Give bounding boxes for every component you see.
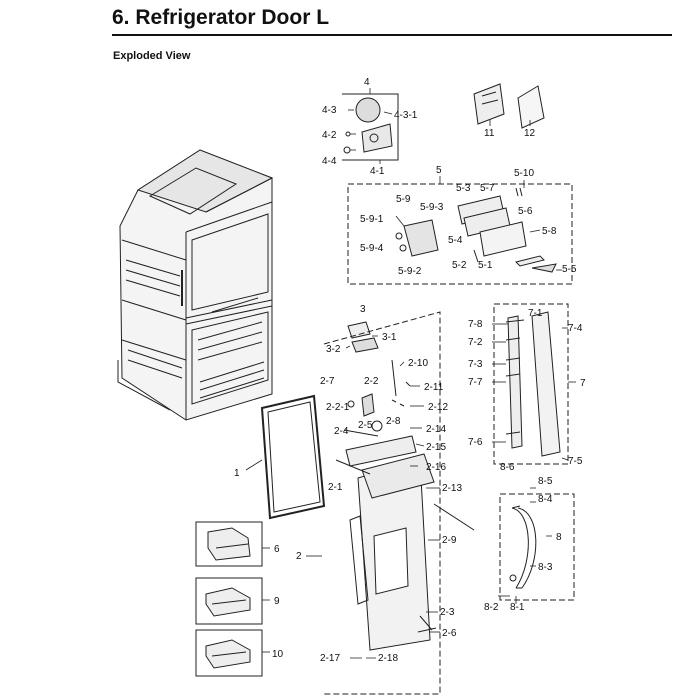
callout-2-2-1: 2-2-1: [326, 402, 350, 413]
callout-5-2: 5-2: [452, 260, 467, 271]
callout-2-14: 2-14: [426, 424, 446, 435]
callout-7-8: 7-8: [468, 319, 483, 330]
callout-5-1: 5-1: [478, 260, 493, 271]
callout-7-4: 7-4: [568, 323, 583, 334]
callout-2-2: 2-2: [364, 376, 379, 387]
callout-2-7: 2-7: [320, 376, 335, 387]
part-9-bin: [195, 577, 263, 625]
callout-2-3: 2-3: [440, 607, 455, 618]
leader-lines: [245, 88, 576, 659]
callout-4-1: 4-1: [370, 166, 385, 177]
part-5-assembly: [347, 183, 573, 285]
callout-2-16: 2-16: [426, 462, 446, 473]
callout-5-7: 5-7: [480, 183, 495, 194]
callout-7-2: 7-2: [468, 337, 483, 348]
callout-8-6: 8-6: [500, 462, 515, 473]
callout-8: 8: [556, 532, 562, 543]
callout-2-1: 2-1: [328, 482, 343, 493]
callout-2-9: 2-9: [442, 535, 457, 546]
part-10-bin: [195, 629, 263, 677]
callout-2-12: 2-12: [428, 402, 448, 413]
callout-7-7: 7-7: [468, 377, 483, 388]
callout-7-5: 7-5: [568, 456, 583, 467]
callout-1: 1: [234, 468, 240, 479]
part-7-bracket: [493, 303, 569, 465]
callout-4: 4: [364, 77, 370, 88]
callout-5-9-2: 5-9-2: [398, 266, 422, 277]
callout-2-6: 2-6: [442, 628, 457, 639]
callout-9: 9: [274, 596, 280, 607]
callout-11: 11: [484, 128, 495, 139]
part-12-cover: [517, 85, 545, 129]
callout-8-5: 8-5: [538, 476, 553, 487]
callout-5-6: 5-6: [518, 206, 533, 217]
refrigerator-cabinet: [117, 149, 274, 421]
callout-4-4: 4-4: [322, 156, 337, 167]
callout-4-3-1: 4-3-1: [394, 110, 418, 121]
callout-6: 6: [274, 544, 280, 555]
part-11-cover: [473, 83, 505, 125]
callout-7-1: 7-1: [528, 308, 543, 319]
callout-5-4: 5-4: [448, 235, 463, 246]
callout-5-9-3: 5-9-3: [420, 202, 444, 213]
callout-3-2: 3-2: [326, 344, 341, 355]
callout-2-8: 2-8: [386, 416, 401, 427]
door-assembly: [323, 311, 475, 695]
section-subtitle: Exploded View: [113, 50, 191, 62]
callout-4-3: 4-3: [322, 105, 337, 116]
callout-8-1: 8-1: [510, 602, 525, 613]
callout-2-11: 2-11: [424, 382, 444, 393]
callout-10: 10: [272, 649, 284, 660]
callout-5-8: 5-8: [542, 226, 557, 237]
callout-8-4: 8-4: [538, 494, 553, 505]
callout-4-2: 4-2: [322, 130, 337, 141]
callout-12: 12: [524, 128, 536, 139]
callout-5-9: 5-9: [396, 194, 411, 205]
callout-7: 7: [580, 378, 586, 389]
part-3-assembly: [347, 321, 379, 353]
callout-labels: 4 4-3 4-3-1 4-2 4-4 4-1 11 12 5 5-10 5-3…: [234, 77, 586, 664]
callout-2-5: 2-5: [358, 420, 373, 431]
callout-2: 2: [296, 551, 302, 562]
callout-3-1: 3-1: [382, 332, 397, 343]
callout-2-15: 2-15: [426, 442, 446, 453]
callout-2-10: 2-10: [408, 358, 428, 369]
callout-8-3: 8-3: [538, 562, 553, 573]
callout-5-10: 5-10: [514, 168, 534, 179]
callout-7-3: 7-3: [468, 359, 483, 370]
callout-2-18: 2-18: [378, 653, 398, 664]
callout-2-17: 2-17: [320, 653, 340, 664]
title-underline: [112, 34, 672, 36]
callout-2-4: 2-4: [334, 426, 349, 437]
part-6-bin: [195, 521, 263, 567]
callout-5: 5: [436, 165, 442, 176]
callout-5-3: 5-3: [456, 183, 471, 194]
callout-7-6: 7-6: [468, 437, 483, 448]
part-1-gasket: [260, 394, 326, 520]
callout-5-5: 5-5: [562, 264, 577, 275]
callout-5-9-1: 5-9-1: [360, 214, 384, 225]
part-8-handle: [499, 493, 575, 601]
page-title: 6. Refrigerator Door L: [112, 6, 330, 29]
callout-8-2: 8-2: [484, 602, 499, 613]
callout-5-9-4: 5-9-4: [360, 243, 384, 254]
callout-2-13: 2-13: [442, 483, 462, 494]
callout-3: 3: [360, 304, 366, 315]
